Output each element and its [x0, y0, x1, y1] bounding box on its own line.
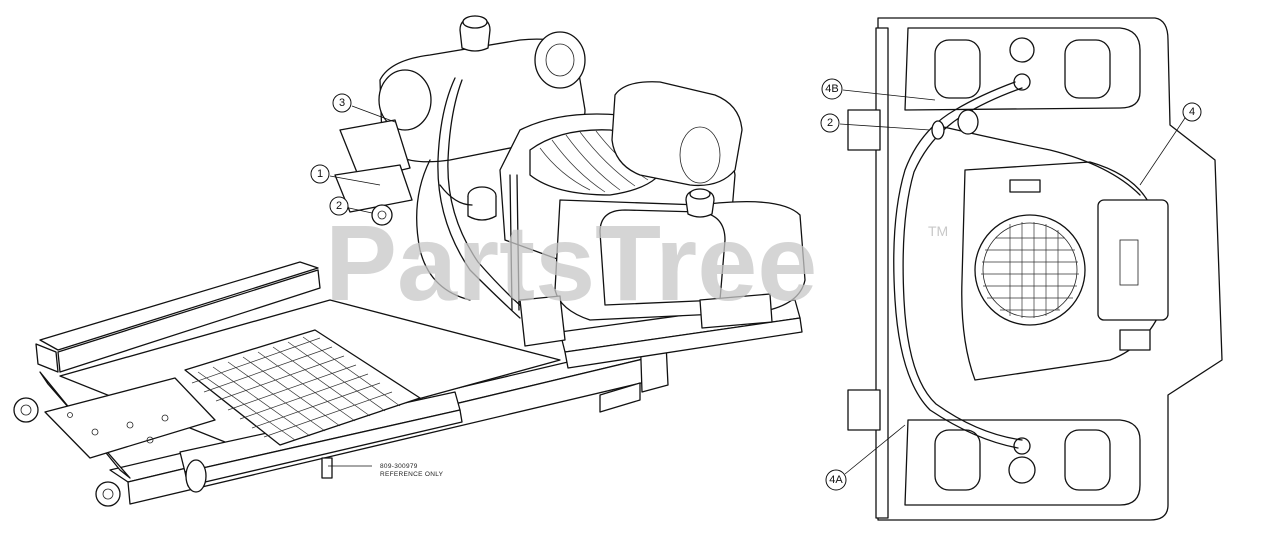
callout-2-right-label: 2: [827, 117, 833, 129]
callout-1-label: 1: [317, 168, 323, 180]
reference-part-number: 809-300979: [380, 463, 418, 470]
callout-2-right: 2: [820, 113, 931, 133]
callout-4B: 4B: [821, 78, 936, 101]
callout-4A-label: 4A: [829, 474, 843, 486]
reference-note: 809-300979 REFERENCE ONLY: [328, 463, 444, 478]
callout-3: 3: [332, 93, 396, 123]
callout-4A: 4A: [825, 424, 906, 491]
perforated-floor-pan: [184, 329, 421, 446]
callout-4B-label: 4B: [825, 83, 838, 95]
callout-1: 1: [310, 164, 381, 186]
watermark: PartsTree TM: [325, 202, 948, 323]
callout-4-label: 4: [1189, 106, 1195, 118]
callout-3-label: 3: [339, 97, 345, 109]
watermark-text: PartsTree: [325, 202, 817, 323]
right-top-view: 4B 2 4 4A: [820, 17, 1223, 521]
engine-assembly: [334, 15, 806, 347]
callout-2-left-label: 2: [336, 200, 342, 212]
reference-only-label: REFERENCE ONLY: [380, 471, 444, 478]
callout-4: 4: [1139, 102, 1202, 186]
watermark-trademark: TM: [928, 223, 948, 239]
callout-2-left: 2: [329, 196, 373, 216]
left-isometric-view: 3 1 2 809-300979 REFERENCE ONLY: [13, 15, 806, 507]
